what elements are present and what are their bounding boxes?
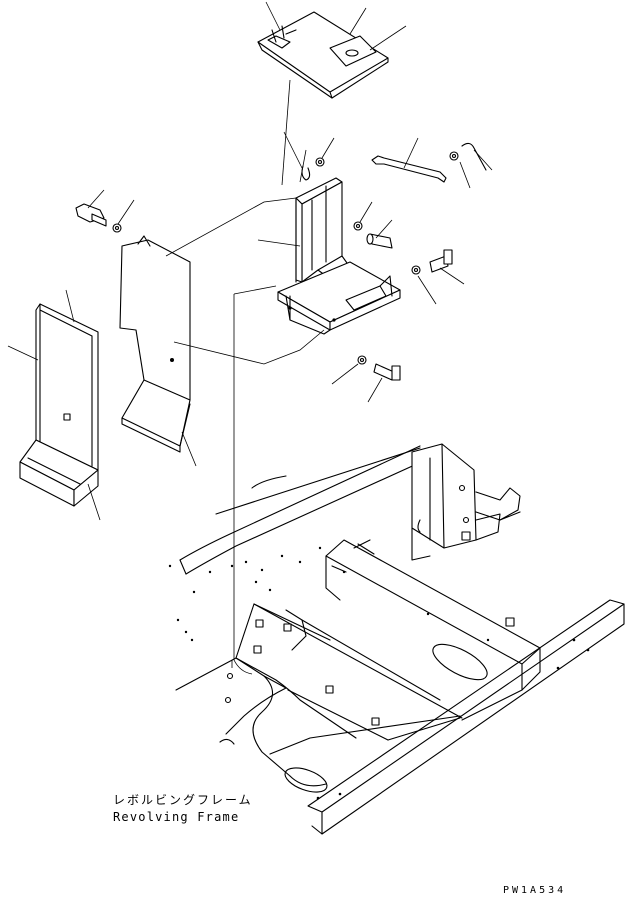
rod-and-clip: [371, 137, 493, 189]
foot-panel: [7, 289, 101, 521]
right-bolt-1: [353, 201, 393, 249]
center-bracket: [257, 177, 401, 335]
right-bolt-2: [411, 249, 465, 305]
left-bolt: [75, 189, 135, 233]
pin-and-washer: [283, 131, 335, 183]
top-cover-plate: [257, 11, 389, 99]
top-plate-leaders: [265, 1, 407, 186]
frame-label-japanese: レボルビングフレーム: [113, 793, 253, 807]
drawing-code: PW1A534: [503, 885, 567, 896]
cover-panel: [119, 235, 197, 467]
assembly-lines: [165, 197, 325, 675]
frame-label-english: Revolving Frame: [113, 810, 240, 824]
revolving-frame: [168, 443, 625, 835]
bottom-bolt: [331, 355, 401, 403]
